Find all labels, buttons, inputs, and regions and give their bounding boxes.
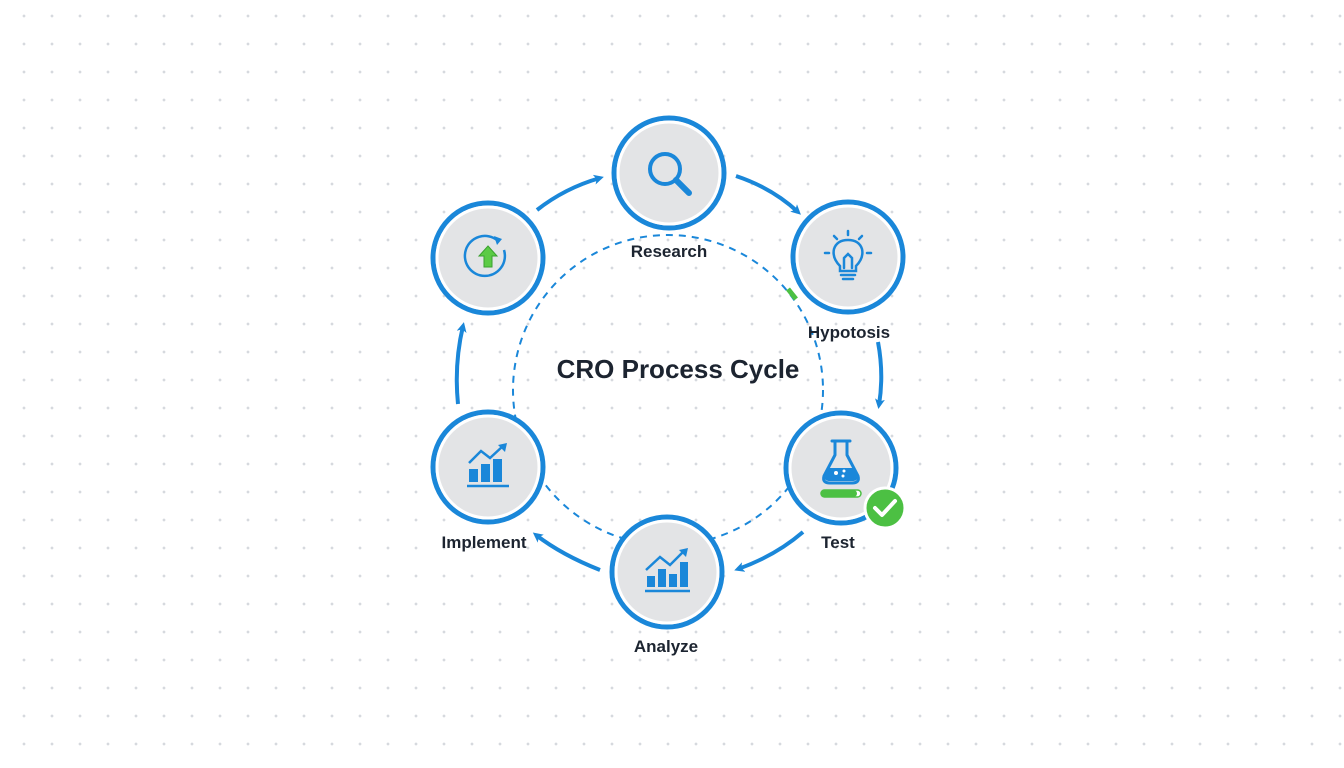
bar-chart-trend-icon (645, 548, 690, 593)
label-analyze: Analyze (633, 637, 699, 656)
node-test[interactable] (783, 410, 907, 530)
arrow-hypothesis-to-test (875, 341, 885, 409)
diagram-title: CRO Process Cycle (556, 354, 800, 384)
node-analyze[interactable] (609, 514, 725, 630)
label-implement: Implement (441, 533, 527, 552)
arrow-test-to-analyze (734, 530, 805, 572)
arrow-research-to-hypothesis (735, 174, 801, 215)
progress-segment-marker (786, 287, 798, 301)
lightbulb-icon (823, 229, 873, 281)
node-implement[interactable] (430, 409, 546, 525)
label-test: Test (821, 533, 855, 552)
dashed-cycle-ring (512, 234, 824, 546)
node-hypothesis[interactable] (790, 199, 906, 315)
refresh-upload-icon (463, 234, 507, 278)
test-progress-bar (820, 489, 862, 498)
node-research[interactable] (611, 115, 727, 231)
node-optimize[interactable] (430, 200, 546, 316)
arrow-implement-to-research (535, 174, 604, 212)
magnifier-icon (648, 152, 692, 196)
label-research: Research (630, 242, 708, 261)
arrow-analyze-to-implement (532, 532, 601, 572)
arrow-implement-up (454, 322, 467, 405)
flask-icon (822, 439, 860, 485)
check-icon (863, 486, 907, 530)
bar-chart-trend-icon (467, 443, 509, 488)
label-hypothesis: Hypotosis (807, 323, 891, 342)
